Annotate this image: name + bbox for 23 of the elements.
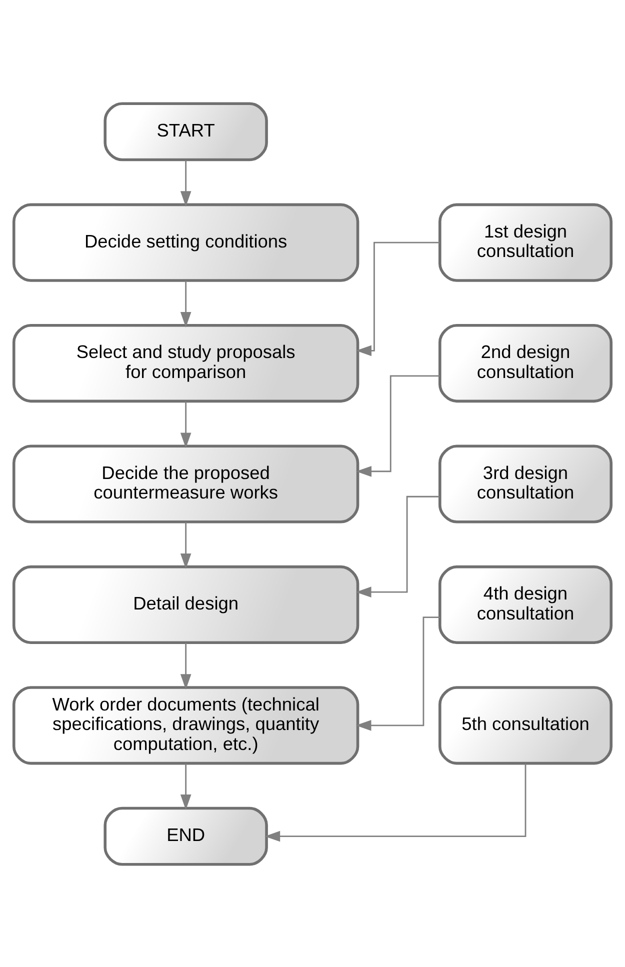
arrow: [180, 160, 192, 206]
node-box: Work order documents (technical specifications, drawings, quantity computation, etc.): [12, 686, 360, 764]
node-box: START: [104, 102, 268, 161]
node-box: 2nd design consultation: [438, 323, 613, 402]
arrow: [356, 616, 440, 730]
arrow: [356, 241, 440, 356]
node-box: Detail design: [12, 564, 360, 644]
arrow: [180, 763, 192, 810]
node-box: 5th consultation: [438, 686, 613, 764]
arrow: [180, 522, 192, 568]
arrow: [356, 374, 440, 476]
arrow: [356, 495, 440, 597]
node-box: END: [104, 806, 268, 866]
node-box: 3rd design consultation: [438, 444, 613, 523]
arrow: [264, 763, 526, 842]
node-box: Select and study proposals for comparison: [12, 323, 360, 402]
node-box: 4th design consultation: [438, 564, 613, 644]
arrow: [180, 400, 192, 448]
node-box: 1st design consultation: [438, 202, 613, 282]
arrow: [180, 280, 192, 327]
arrow: [180, 642, 192, 690]
node-box: Decide the proposed countermeasure works: [12, 444, 360, 523]
node-box: Decide setting conditions: [12, 202, 360, 282]
